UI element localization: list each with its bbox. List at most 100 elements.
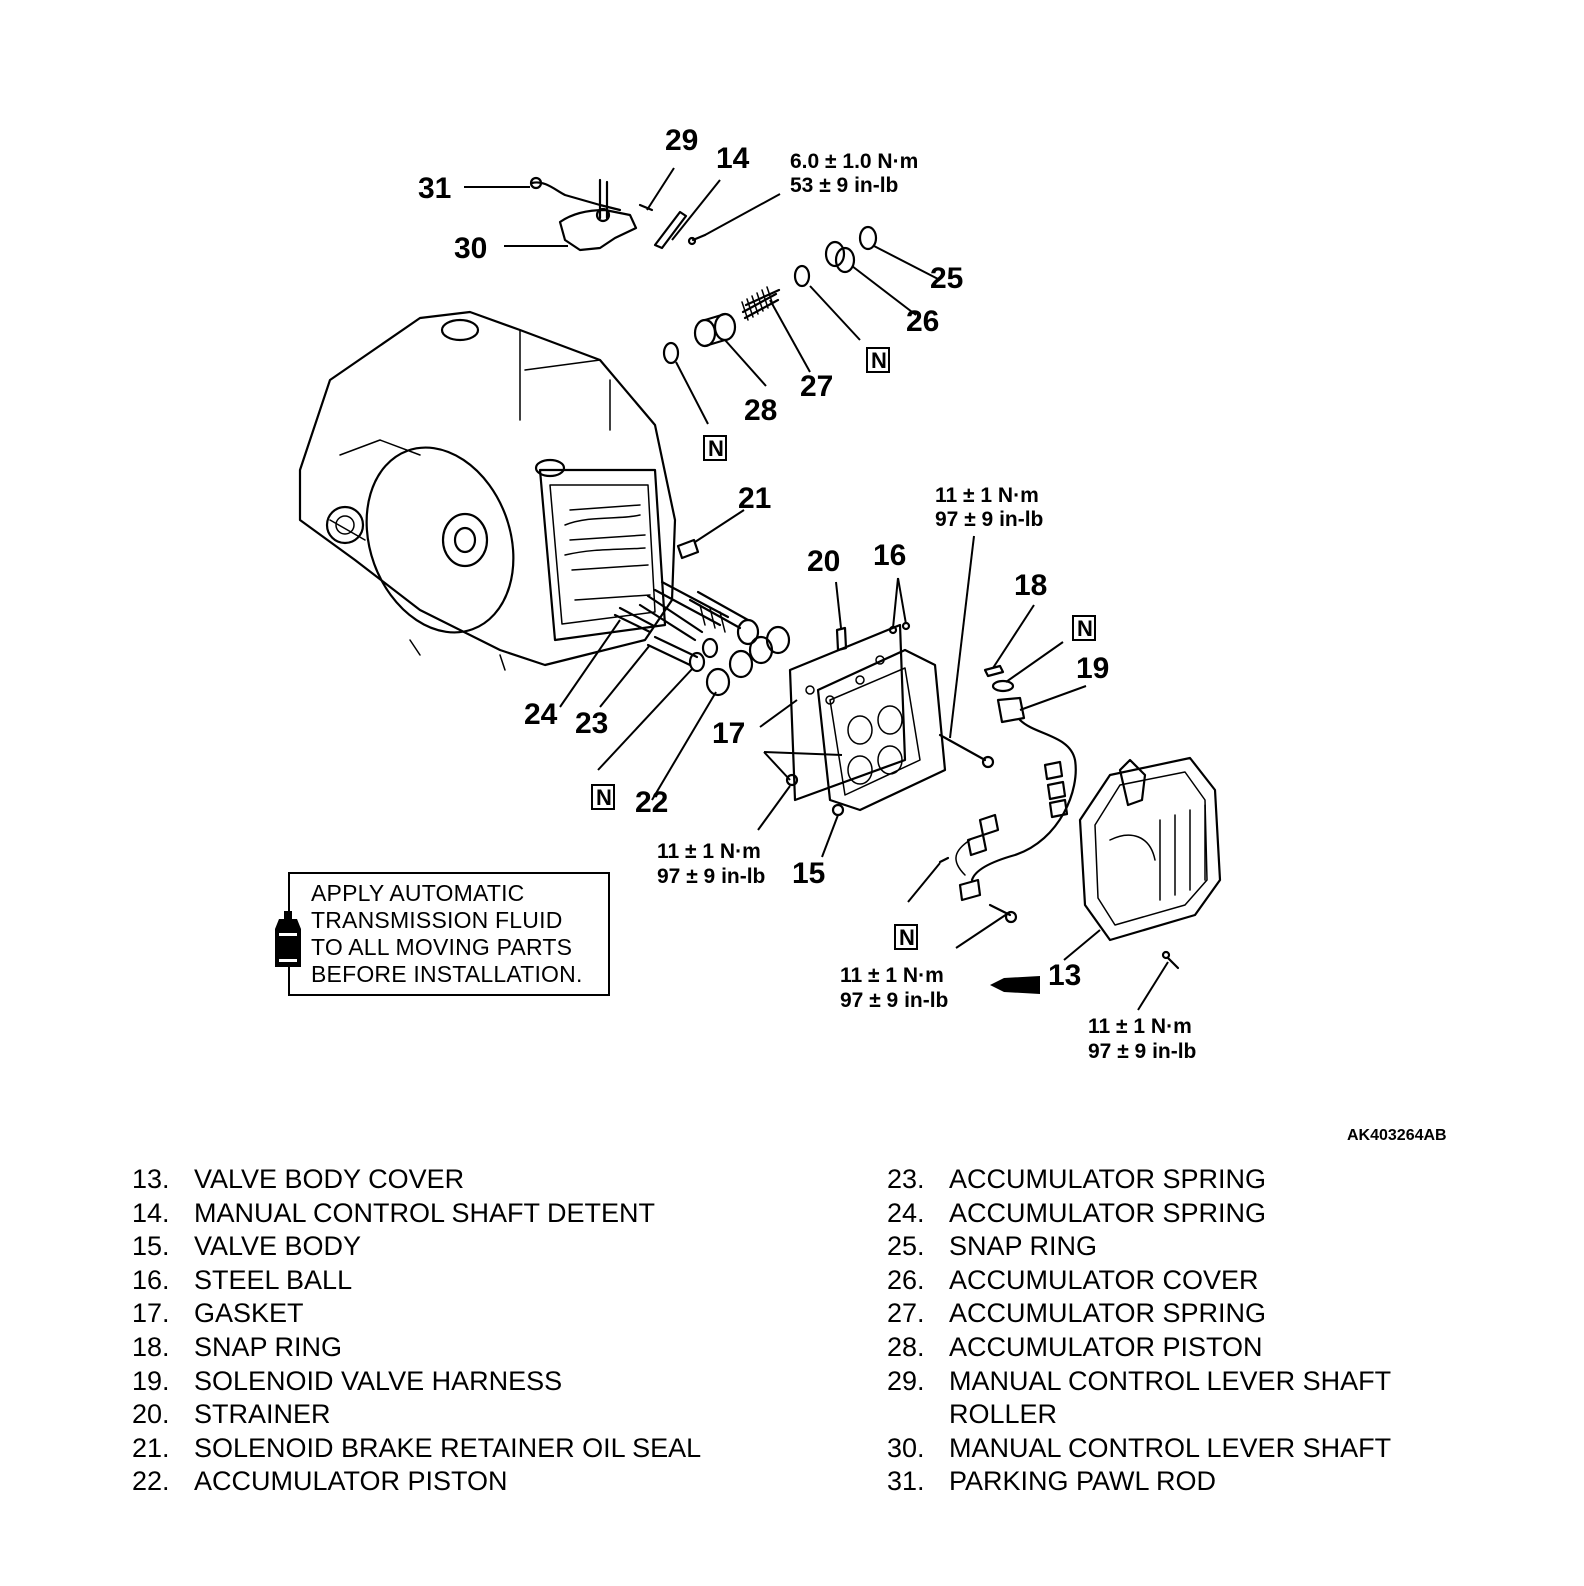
solenoid-valve-harness [955,696,1077,902]
legend-item: 23.ACCUMULATOR SPRING [887,1163,1391,1197]
manual-control-lever-shaft [558,178,638,252]
n-mark: N [703,435,727,461]
accumulator-pistons-lower [688,618,791,697]
valve-body-cover [1078,756,1222,942]
legend-part-name: ACCUMULATOR SPRING [949,1298,1267,1329]
legend-item: 25.SNAP RING [887,1230,1391,1264]
callout-21: 21 [738,482,771,515]
callout-31: 31 [418,172,451,205]
parking-pawl-rod [529,176,622,212]
note-line: APPLY AUTOMATIC [311,880,525,906]
legend-part-name: ACCUMULATOR COVER [949,1264,1259,1295]
note-line: TRANSMISSION FLUID [311,907,563,933]
legend-number: 13. [132,1164,170,1194]
callout-22: 22 [635,786,668,819]
valve-body-bolt [938,733,995,769]
legend-part-name: ACCUMULATOR PISTON [194,1466,508,1497]
legend-item: 22. ACCUMULATOR PISTON [132,1465,701,1499]
torque-specs: 6.0 ± 1.0 N·m 53 ± 9 in-lb 11 ± 1 N·m 97… [657,150,1196,1063]
torque-spec-cover-inlb: 97 ± 9 in-lb [1088,1040,1196,1063]
accumulator-cover [824,240,856,274]
legend-number: 14. [132,1197,170,1228]
legend-part-name: VALVE BODY COVER [194,1164,465,1194]
legend-part-name: MANUAL CONTROL LEVER SHAFT [949,1365,1392,1396]
legend-item: 20.STRAINER [132,1398,701,1432]
torque-spec-detent-inlb: 53 ± 9 in-lb [790,174,898,197]
legend-item: 26. ACCUMULATOR COVER [887,1264,1391,1298]
legend-part-name: ACCUMULATOR SPRING [949,1197,1267,1228]
sealant-tube-icon [990,976,1040,994]
legend-number: 31. [887,1466,925,1497]
n-mark-label: N [1077,616,1093,641]
manual-control-shaft-detent [653,210,688,250]
legend-item: 30.MANUAL CONTROL LEVER SHAFT [887,1432,1391,1466]
callout-28: 28 [744,394,777,427]
legend-number: 26. [887,1264,925,1295]
legend-number: 22. [132,1466,170,1497]
manual-control-lever-shaft-roller [638,203,654,212]
callout-30: 30 [454,232,487,265]
note-line: BEFORE INSTALLATION. [311,961,583,987]
harness-bolt [988,903,1018,924]
fluid-bottle-icon [275,911,301,967]
legend-number: 17. [132,1298,170,1329]
callout-25: 25 [930,262,963,295]
legend-item: 24. ACCUMULATOR SPRING [887,1197,1391,1231]
callout-19: 19 [1076,652,1109,685]
o-ring-harness [938,856,950,864]
legend-part-name: SNAP RING [194,1331,343,1362]
legend-part-name: SOLENOID BRAKE RETAINER OIL SEAL [194,1432,702,1463]
legend-part-name: ACCUMULATOR PISTON [949,1331,1263,1362]
callouts: 29 14 31 30 25 26 27 28 21 20 16 18 19 1… [418,124,1109,992]
n-mark-label: N [708,436,724,461]
transmission-case [298,310,677,671]
callout-29: 29 [665,124,698,157]
legend-number: 18. [132,1331,170,1362]
torque-spec-valvebody-top-inlb: 97 ± 9 in-lb [935,508,1043,531]
n-marks: N N N N N [591,347,1096,950]
legend-part-name: SOLENOID VALVE HARNESS [194,1365,563,1396]
n-mark-label: N [871,348,887,373]
legend-number: 15. [132,1231,170,1262]
torque-spec-cover-nm: 11 ± 1 N·m [1088,1015,1192,1038]
note-line: TO ALL MOVING PARTS [311,934,573,960]
legend-number: 21. [132,1432,170,1463]
legend-number: 30. [887,1432,925,1463]
callout-24: 24 [524,698,558,731]
legend-number: 27. [887,1298,925,1329]
legend-item: 15.VALVE BODY [132,1230,701,1264]
valve-body [816,648,947,817]
legend-part-name: PARKING PAWL ROD [949,1466,1217,1497]
legend-item: 17. GASKET [132,1297,701,1331]
torque-spec-harness-nm: 11 ± 1 N·m [840,964,944,987]
n-mark: N [866,347,890,373]
n-mark: N [894,924,918,950]
legend-item: 31. PARKING PAWL ROD [887,1465,1391,1499]
legend-part-name: STEEL BALL [194,1264,353,1295]
legend-item: 16.STEEL BALL [132,1264,701,1298]
legend-part-name: GASKET [194,1298,304,1329]
legend-item: 27. ACCUMULATOR SPRING [887,1297,1391,1331]
legend-item: 28. ACCUMULATOR PISTON [887,1331,1391,1365]
torque-spec-detent-nm: 6.0 ± 1.0 N·m [790,150,918,173]
callout-18: 18 [1014,569,1047,602]
legend-part-name: SNAP RING [949,1231,1098,1262]
callout-23: 23 [575,707,608,740]
legend-number: 28. [887,1331,925,1362]
snap-ring-18 [983,664,1015,693]
callout-27: 27 [800,370,833,403]
legend-item: 21. SOLENOID BRAKE RETAINER OIL SEAL [132,1432,701,1466]
o-ring-upper [662,341,680,365]
torque-spec-valvebody-left-inlb: 97 ± 9 in-lb [657,865,765,888]
callout-26: 26 [906,305,939,338]
parts-legend-left: 13.VALVE BODY COVER 14.MANUAL CONTROL SH… [132,1163,701,1499]
callout-14: 14 [716,142,750,175]
legend-number: 29. [887,1365,925,1396]
figure-code: AK403264AB [1347,1127,1447,1144]
atf-note-text: APPLY AUTOMATIC TRANSMISSION FLUID TO AL… [311,880,606,988]
torque-spec-valvebody-left-nm: 11 ± 1 N·m [657,840,761,863]
accumulator-springs-lower [613,580,750,667]
snap-ring-upper [858,225,878,251]
legend-number: 24. [887,1197,925,1228]
solenoid-brake-retainer-oil-seal [676,538,700,560]
